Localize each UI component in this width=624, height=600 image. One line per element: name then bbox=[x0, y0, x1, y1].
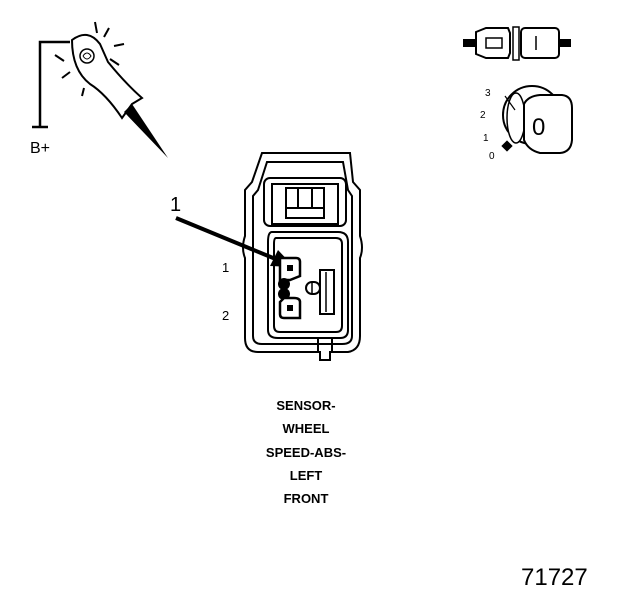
callout-number: 1 bbox=[170, 194, 182, 216]
caption-line: SENSOR- bbox=[276, 398, 336, 413]
terminal-pin-1 bbox=[278, 256, 302, 290]
ignition-position-1: 1 bbox=[483, 133, 489, 144]
ignition-position-0: 0 bbox=[489, 151, 495, 162]
ignition-position-3: 3 bbox=[485, 88, 491, 99]
pin-1-label: 1 bbox=[222, 260, 230, 275]
test-light-probe-icon bbox=[32, 21, 168, 158]
lock-tab bbox=[305, 269, 335, 315]
ignition-position-2: 2 bbox=[480, 110, 486, 121]
caption-line: SPEED-ABS- bbox=[265, 444, 347, 460]
figure-number: 71727 bbox=[521, 564, 588, 591]
caption-line: LEFT bbox=[289, 467, 323, 483]
terminal-pin-2 bbox=[278, 288, 302, 320]
connector-face bbox=[242, 152, 363, 361]
connector-caption: SENSOR- WHEEL SPEED-ABS- LEFT FRONT bbox=[236, 394, 376, 510]
pin-2-label: 2 bbox=[222, 308, 230, 323]
ignition-switch-icon bbox=[501, 85, 573, 154]
disconnected-connector-icon bbox=[463, 26, 571, 61]
caption-line: WHEEL bbox=[282, 421, 330, 437]
battery-positive-label: B+ bbox=[30, 140, 51, 157]
ignition-key-label: 0 bbox=[532, 114, 546, 141]
caption-line: FRONT bbox=[283, 491, 329, 507]
